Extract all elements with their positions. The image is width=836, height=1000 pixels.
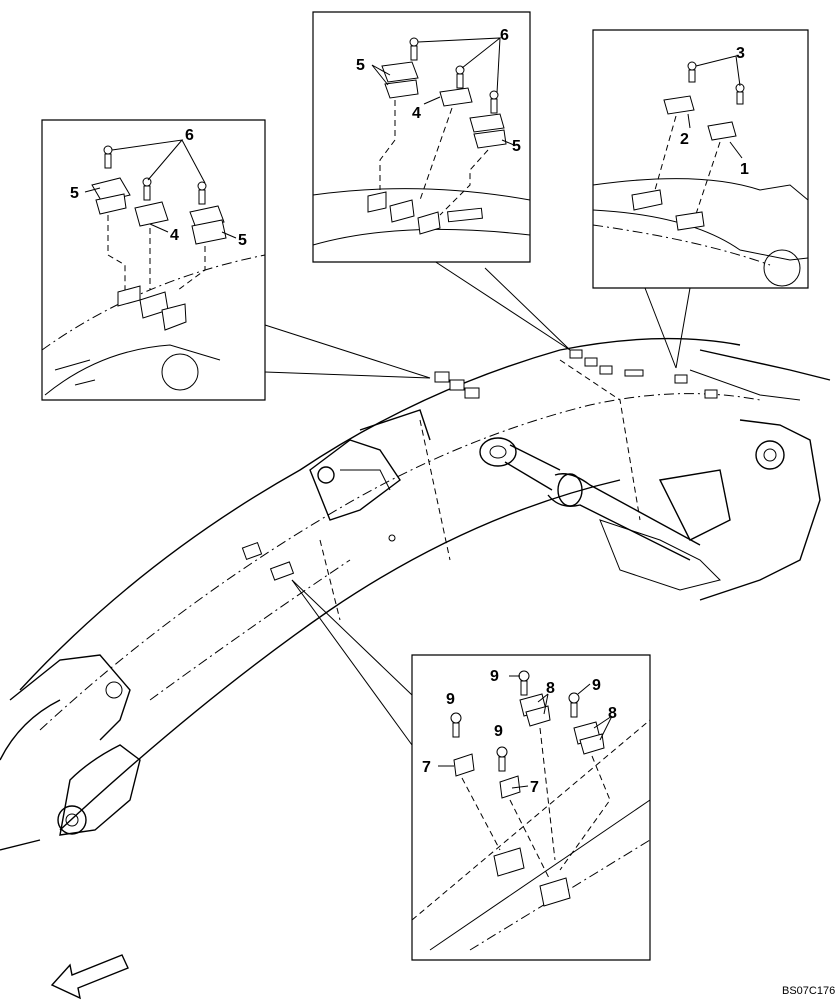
detail-box-top-center: 6 5 4 5 [312,11,531,263]
front-direction-arrow-icon [50,954,129,1000]
detail-leader-lines [264,254,691,746]
callout-9: 9 [490,668,499,685]
callout-8: 8 [608,705,617,722]
callout-7: 7 [530,779,539,796]
callout-1: 1 [740,161,749,178]
callout-5: 5 [512,138,521,155]
callout-6: 6 [185,127,194,144]
callout-8: 8 [546,680,555,697]
callout-2: 2 [680,131,689,148]
callout-4: 4 [170,227,179,244]
boom-illustration [0,337,831,851]
boom-top-section [41,254,266,396]
callout-6: 6 [500,27,509,44]
callout-9: 9 [446,691,455,708]
detail-box-top-right: 3 2 1 [592,29,809,289]
bolt-icon [103,145,207,205]
callout-5: 5 [238,232,247,249]
callout-5: 5 [70,185,79,202]
callout-3: 3 [736,45,745,62]
callout-9: 9 [494,723,503,740]
callout-9: 9 [592,677,601,694]
callout-4: 4 [412,105,421,122]
callout-5: 5 [356,57,365,74]
callout-7: 7 [422,759,431,776]
reference-code: BS07C176 [782,985,835,997]
detail-box-bottom-right: 9 8 9 9 8 9 7 7 [411,654,651,961]
detail-box-left: 6 5 4 5 [41,119,266,401]
bolt-icon [450,670,580,772]
bolt-icon [409,37,499,114]
